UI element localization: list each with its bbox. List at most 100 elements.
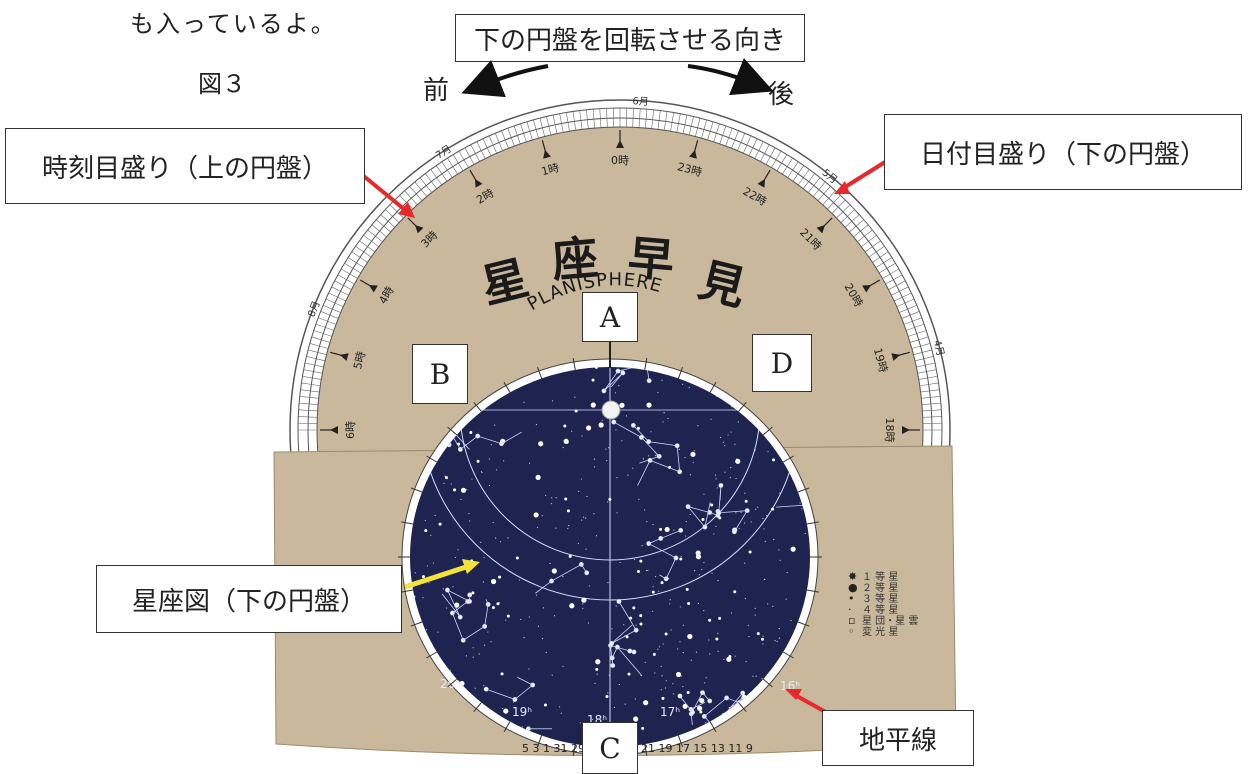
star	[724, 471, 726, 473]
star	[690, 659, 692, 661]
date-tick	[831, 199, 846, 214]
star	[724, 445, 726, 447]
date-tick	[414, 181, 428, 197]
star	[443, 482, 445, 484]
star	[506, 614, 510, 618]
star	[606, 460, 608, 462]
hour-scale-callout: 時刻目盛り（上の円盤）	[5, 128, 365, 204]
star	[521, 726, 523, 728]
star	[590, 402, 596, 408]
date-tick	[657, 110, 661, 130]
date-tick	[836, 204, 851, 219]
date-tick	[389, 204, 404, 219]
date-tick	[404, 190, 418, 206]
date-tick	[908, 330, 927, 337]
hour-marker	[339, 353, 349, 361]
star	[697, 602, 700, 605]
star	[655, 455, 657, 457]
star	[619, 402, 625, 408]
hour-label: 6時	[344, 421, 357, 439]
date-tick	[725, 128, 733, 147]
star	[490, 641, 492, 643]
date-tick	[344, 262, 361, 274]
star	[659, 527, 663, 531]
star	[657, 391, 659, 394]
date-tick	[894, 292, 912, 302]
date-tick	[520, 123, 527, 142]
pole-star-rivet	[601, 400, 621, 420]
star	[695, 554, 702, 560]
star	[469, 430, 473, 434]
horizon-tick	[401, 521, 414, 525]
star	[476, 459, 480, 463]
star	[492, 521, 494, 524]
star	[763, 528, 765, 530]
star	[541, 638, 544, 640]
date-tick	[899, 304, 917, 313]
date-scale-arrowhead	[834, 181, 850, 194]
star	[643, 509, 646, 511]
star	[771, 507, 775, 511]
date-tick	[380, 214, 396, 228]
star	[500, 672, 504, 676]
horizon-callout-text: 地平線	[858, 725, 937, 756]
date-tick	[872, 251, 889, 263]
star	[545, 651, 547, 653]
star	[562, 575, 564, 578]
star	[744, 562, 746, 564]
star	[744, 597, 747, 600]
star	[577, 542, 580, 544]
star	[503, 708, 509, 714]
star	[694, 450, 696, 452]
star	[737, 421, 739, 423]
star	[704, 682, 706, 684]
date-tick	[513, 125, 521, 144]
date-tick	[896, 298, 915, 308]
star	[605, 448, 607, 450]
star	[515, 556, 519, 560]
star	[563, 424, 567, 428]
date-tick	[742, 135, 752, 154]
star	[661, 696, 665, 700]
horizon-tick	[537, 367, 543, 379]
date-tick	[913, 349, 932, 355]
star	[608, 674, 610, 676]
date-tick	[311, 336, 331, 343]
date-tick	[916, 362, 936, 368]
star	[635, 624, 637, 626]
hour-scale-callout-text: 時刻目盛り（上の円盤）	[41, 153, 328, 184]
date-tick	[701, 119, 707, 139]
star	[424, 529, 428, 533]
star	[627, 474, 629, 476]
star	[587, 622, 589, 624]
star	[695, 651, 697, 653]
date-tick	[921, 396, 941, 399]
star	[764, 540, 766, 542]
star	[662, 643, 664, 645]
star	[513, 701, 515, 703]
date-tick	[371, 224, 387, 238]
date-tick	[921, 402, 941, 405]
legend-text: １ 等 星	[862, 570, 898, 583]
star	[565, 440, 569, 444]
legend-symbol: •	[848, 592, 855, 605]
rotation-after-arrow	[687, 58, 774, 96]
star	[616, 477, 618, 479]
star	[450, 483, 452, 485]
hour-label: 19時	[871, 346, 890, 374]
date-tick	[864, 240, 881, 253]
star	[632, 467, 634, 469]
star	[545, 494, 547, 496]
date-tick	[552, 114, 558, 134]
star	[750, 521, 752, 523]
star	[717, 580, 719, 582]
star	[483, 556, 485, 559]
horizon-tick	[797, 487, 810, 493]
constellation-line	[486, 676, 534, 700]
date-tick	[632, 108, 634, 128]
star	[483, 644, 486, 646]
date-tick	[911, 343, 931, 349]
star	[705, 677, 707, 679]
star	[689, 474, 691, 476]
hour-marker	[368, 284, 378, 293]
